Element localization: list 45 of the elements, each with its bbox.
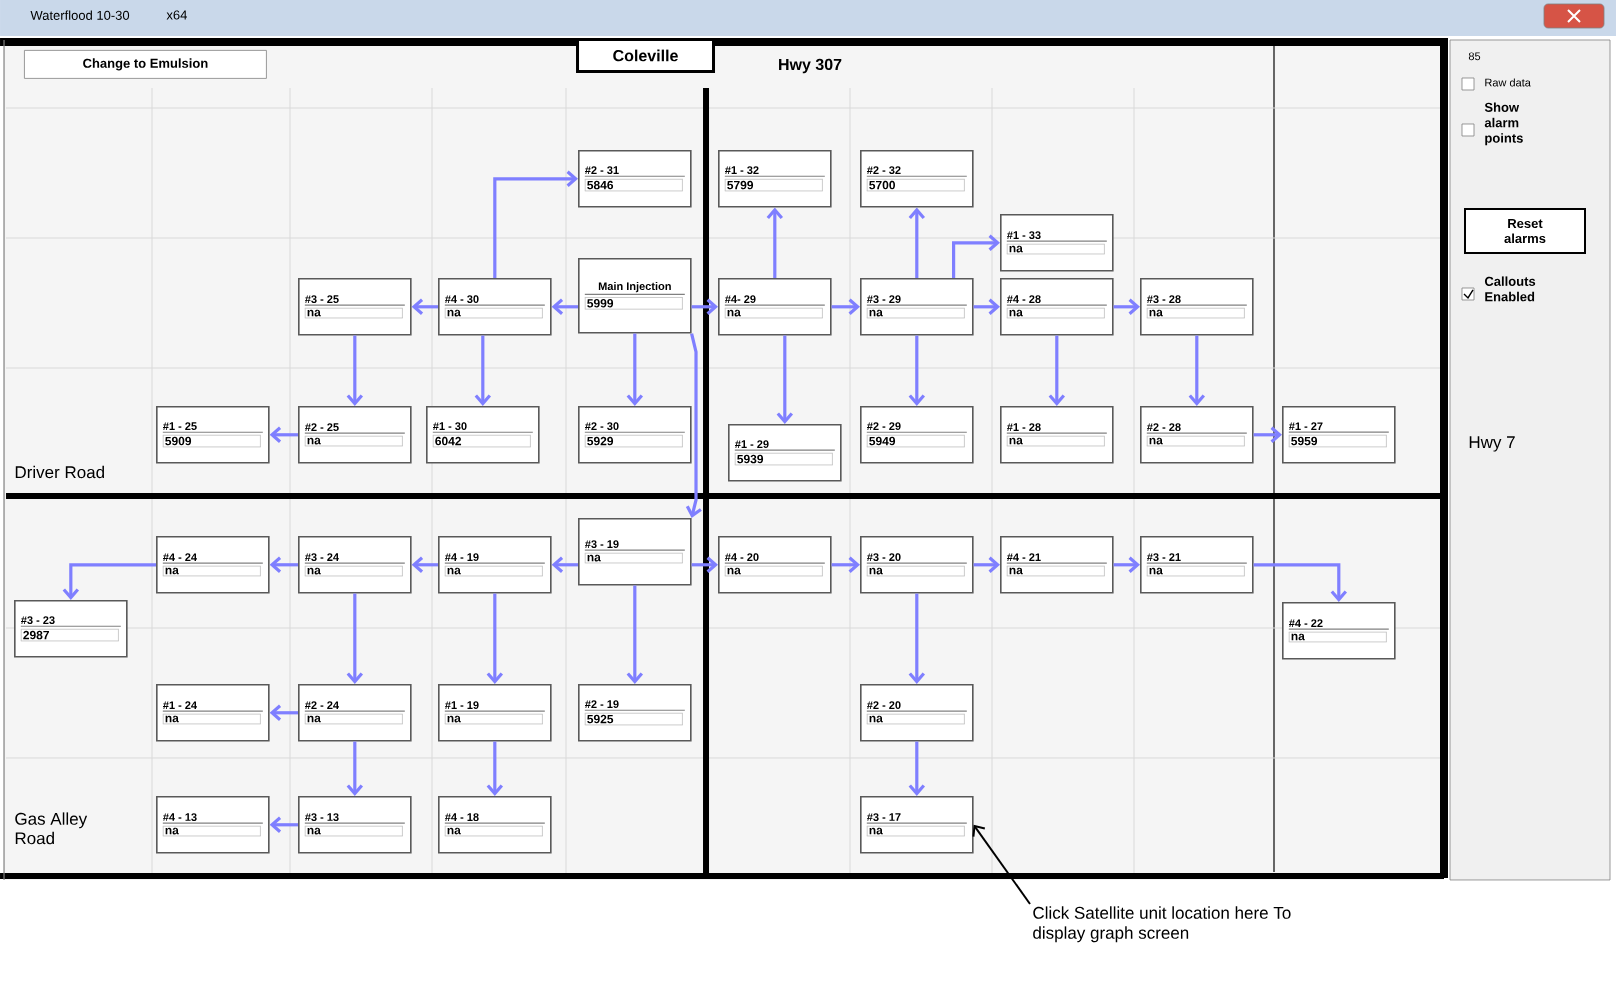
arrow bbox=[776, 335, 793, 424]
arrow bbox=[908, 741, 925, 796]
arrow bbox=[831, 556, 860, 573]
arrow bbox=[346, 335, 364, 406]
arrow bbox=[1253, 563, 1347, 602]
arrow bbox=[908, 335, 925, 406]
arrow bbox=[474, 335, 492, 406]
arrow bbox=[766, 207, 783, 278]
arrow bbox=[908, 207, 925, 278]
arrow bbox=[62, 563, 156, 600]
arrow bbox=[626, 333, 644, 406]
arrow bbox=[691, 556, 718, 573]
arrow bbox=[269, 704, 298, 721]
arrow bbox=[486, 741, 503, 796]
arrow bbox=[691, 298, 718, 315]
arrow bbox=[411, 298, 438, 315]
arrow bbox=[551, 556, 578, 573]
arrow bbox=[626, 585, 644, 684]
arrow bbox=[908, 593, 925, 684]
arrow bbox=[1113, 298, 1140, 315]
arrow bbox=[1253, 426, 1282, 443]
arrow bbox=[1188, 335, 1205, 406]
callout-text: Click Satellite unit location here To display graph screen bbox=[1033, 906, 1291, 943]
road-label: Driver Road bbox=[15, 465, 104, 479]
arrow bbox=[269, 426, 298, 443]
road-label: Hwy 7 bbox=[1469, 436, 1515, 452]
arrow bbox=[1048, 335, 1065, 406]
road-label: Gas Alley Road bbox=[15, 812, 88, 845]
arrow bbox=[973, 556, 1000, 573]
title-box: Coleville bbox=[576, 38, 715, 73]
road-label: Hwy 307 bbox=[779, 58, 842, 74]
arrow bbox=[1113, 556, 1140, 573]
arrow bbox=[346, 593, 364, 684]
arrow bbox=[973, 298, 1000, 315]
arrow bbox=[269, 816, 298, 833]
leader-arrow bbox=[972, 824, 1031, 905]
arrow bbox=[831, 298, 860, 315]
arrow bbox=[486, 593, 503, 684]
arrow bbox=[685, 333, 702, 518]
arrow bbox=[411, 556, 438, 573]
arrow bbox=[269, 556, 298, 573]
arrow bbox=[346, 741, 364, 796]
arrow bbox=[551, 298, 578, 315]
arrow bbox=[493, 170, 578, 278]
arrow bbox=[952, 234, 1000, 278]
